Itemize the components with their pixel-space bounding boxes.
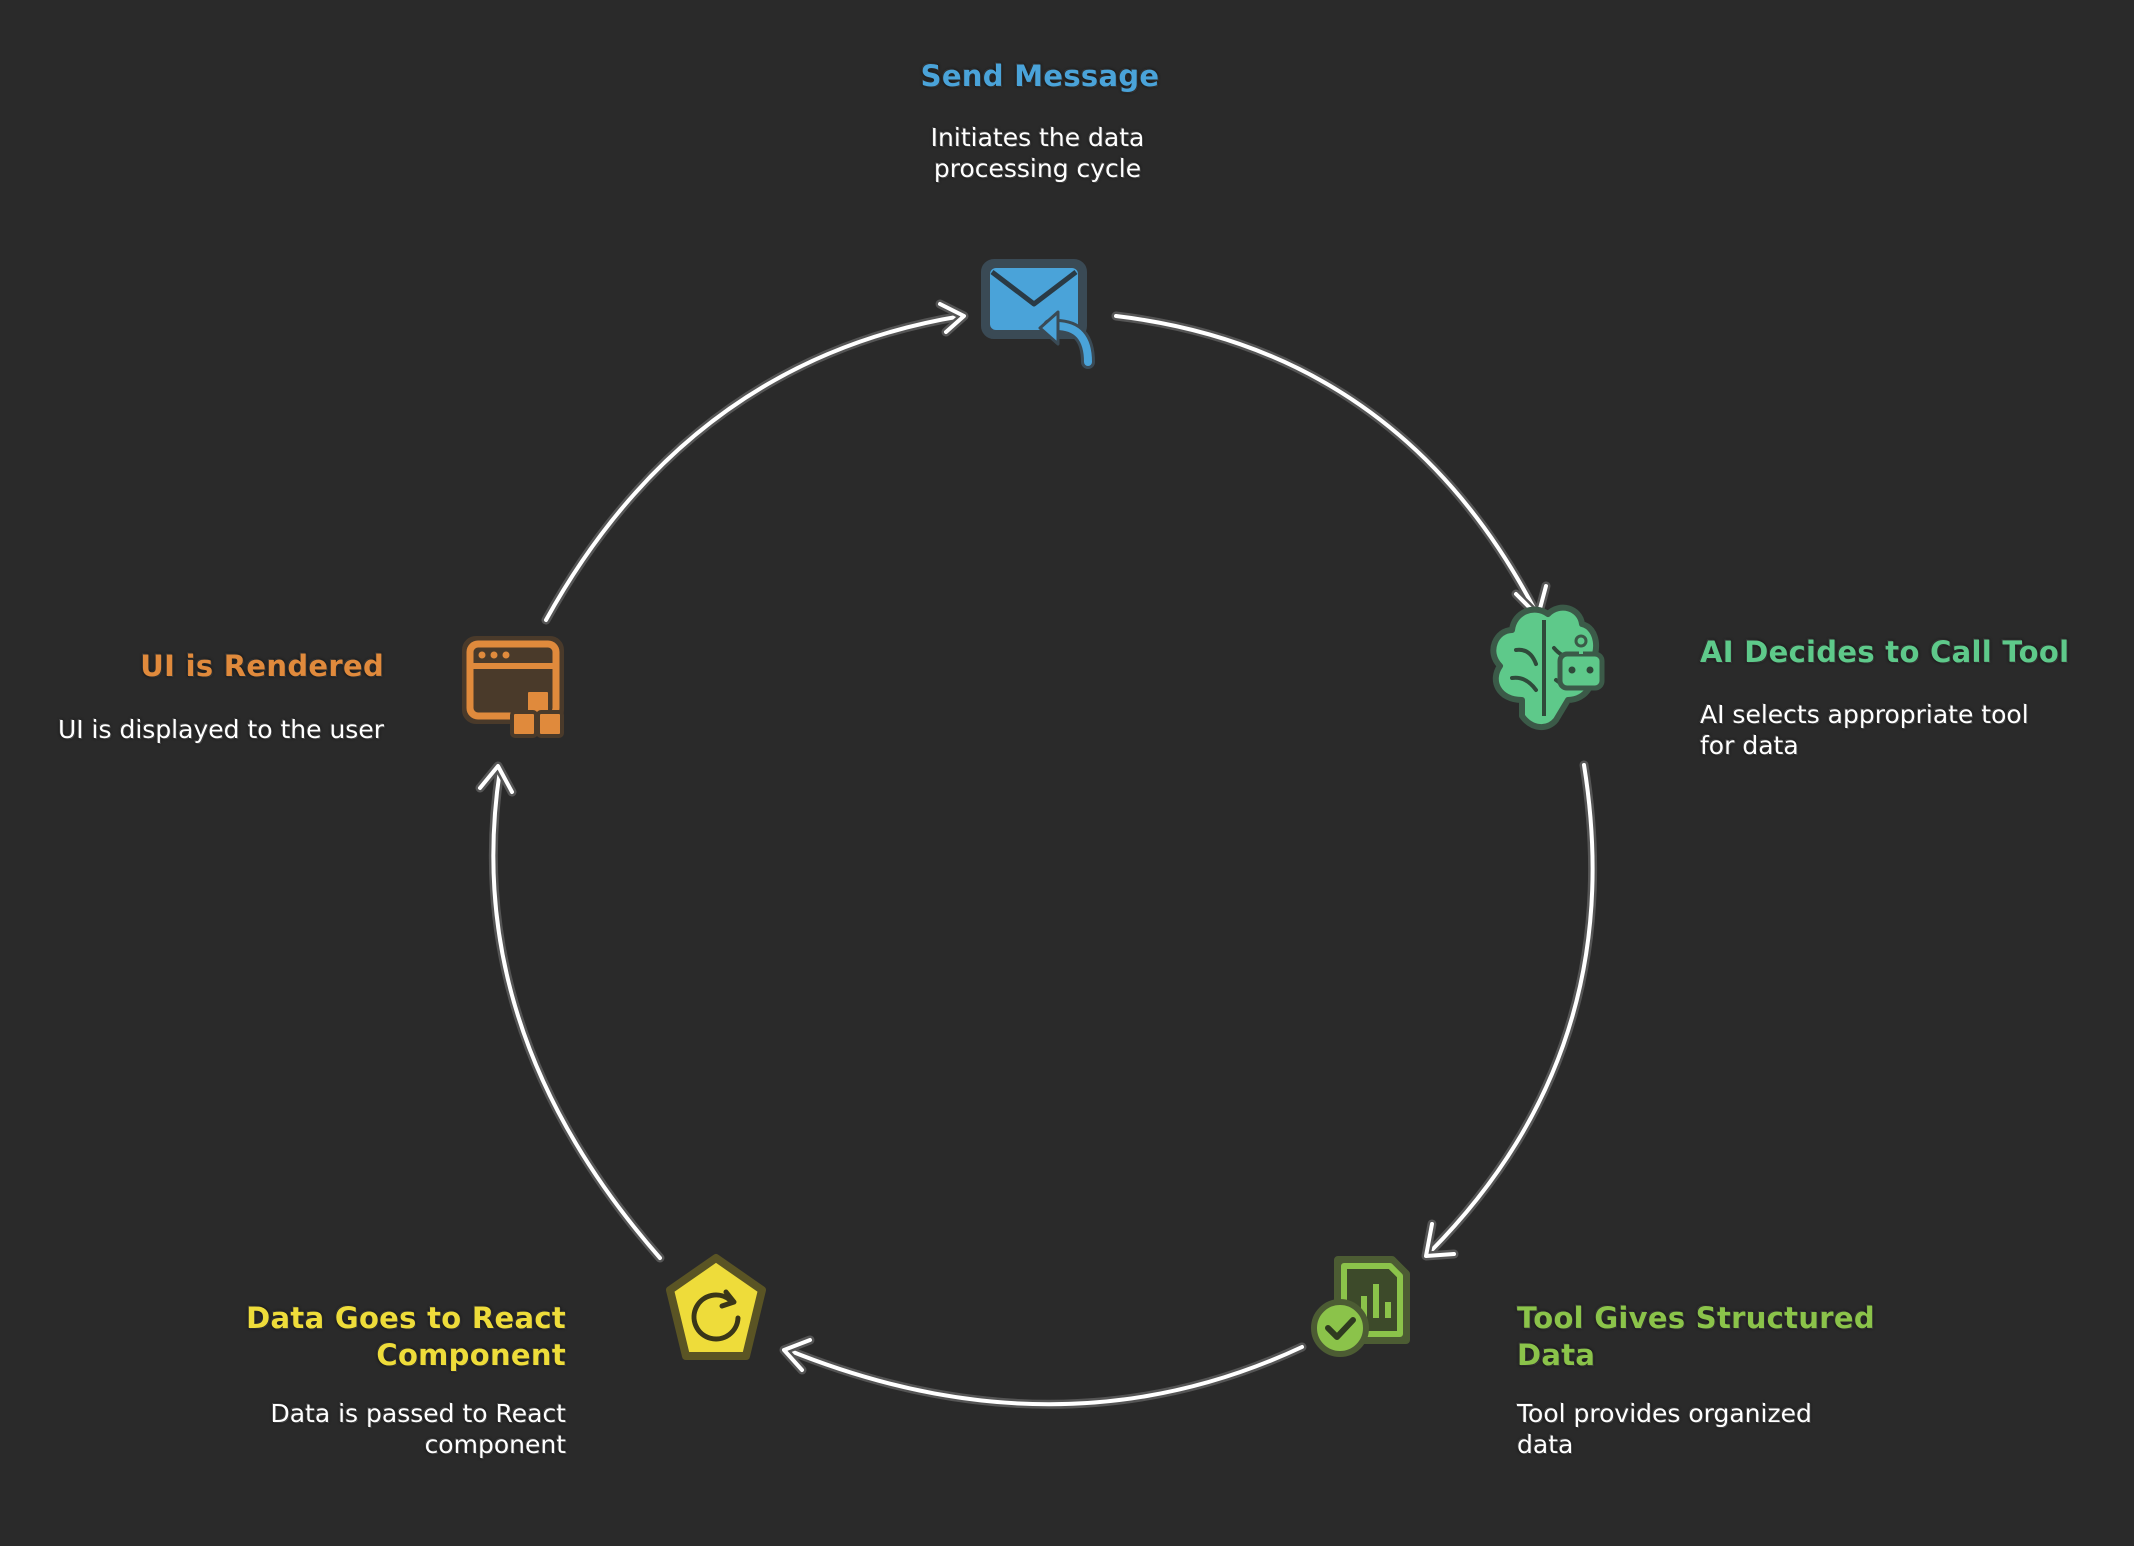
- envelope-reply-icon: [981, 259, 1095, 369]
- step-description: Data is passed to React component: [270, 1399, 566, 1459]
- arrow-tool-to-data: [779, 1335, 1307, 1409]
- step-title: UI is Rendered: [140, 649, 384, 683]
- step-description: Initiates the data processing cycle: [930, 123, 1145, 183]
- step-title: Send Message: [920, 59, 1160, 93]
- arrow-ai-to-tool: [1421, 760, 1597, 1261]
- step-description: UI is displayed to the user: [57, 715, 384, 744]
- step-description: AI selects appropriate tool for data: [1700, 700, 2029, 760]
- arrow-send-to-ai: [1111, 311, 1551, 621]
- brain-robot-icon: [1490, 604, 1605, 730]
- step-description: Tool provides organized data: [1517, 1399, 1812, 1459]
- arrow-ui-to-send: [541, 299, 969, 625]
- cycle-arrows: [475, 299, 1597, 1409]
- step-title: Data Goes to React Component: [246, 1301, 566, 1372]
- pentagon-refresh-icon: [666, 1254, 766, 1360]
- arrow-data-to-ui: [475, 761, 665, 1263]
- browser-window-blocks-icon: [462, 636, 564, 738]
- document-chart-check-icon: [1311, 1256, 1410, 1357]
- step-title: AI Decides to Call Tool: [1700, 635, 2070, 669]
- step-title: Tool Gives Structured Data: [1517, 1301, 1875, 1372]
